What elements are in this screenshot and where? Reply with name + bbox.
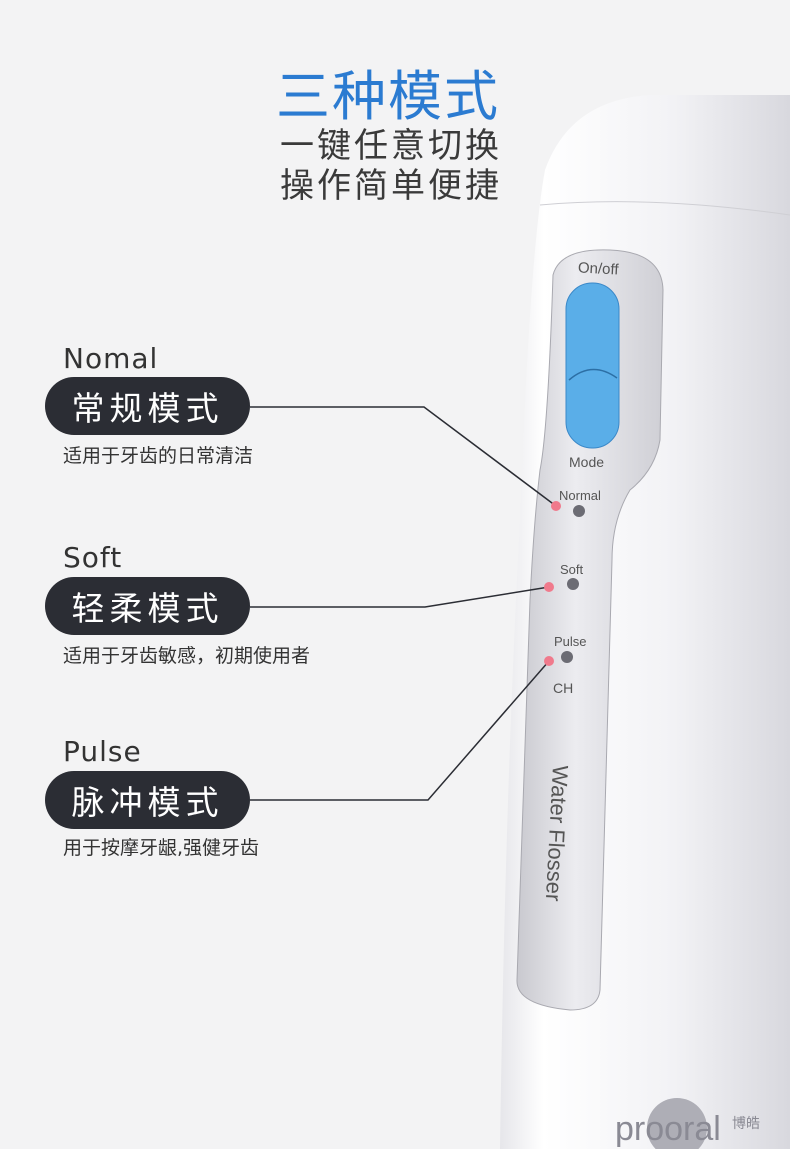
mode-pulse-description: 用于按摩牙龈,强健牙齿 <box>63 837 260 859</box>
callout-dot-normal <box>551 501 561 511</box>
power-label: On/off <box>578 259 620 278</box>
mode-button <box>565 282 620 449</box>
mode-pulse-badge: 脉冲模式 <box>45 771 250 829</box>
page-title: 三种模式 <box>276 65 500 128</box>
mode-soft-badge: 轻柔模式 <box>45 577 250 635</box>
normal-indicator-led <box>573 505 585 517</box>
mode-pulse-english: Pulse <box>63 735 142 768</box>
mode-normal-description: 适用于牙齿的日常清洁 <box>63 445 254 467</box>
callout-dot-soft <box>544 582 554 592</box>
mode-normal-english: Nomal <box>63 342 159 375</box>
mode-label: Mode <box>569 454 604 470</box>
mode-normal-badge: 常规模式 <box>45 377 250 435</box>
brand-logo: prooral <box>615 1110 721 1148</box>
mode-soft-english: Soft <box>63 541 123 574</box>
callout-lines <box>250 406 557 801</box>
pulse-indicator-led <box>561 651 573 663</box>
brand-cn: 博皓 <box>732 1115 760 1132</box>
callout-dot-pulse <box>544 656 554 666</box>
mode-soft-description: 适用于牙齿敏感，初期使用者 <box>63 645 311 667</box>
pulse-indicator-label: Pulse <box>554 634 587 649</box>
soft-indicator-led <box>567 578 579 590</box>
subtitle-line-2: 操作简单便捷 <box>280 166 502 206</box>
normal-indicator-label: Normal <box>559 488 601 503</box>
subtitle-line-1: 一键任意切换 <box>280 126 502 166</box>
ch-label: CH <box>553 680 573 696</box>
device-panel <box>516 249 664 1011</box>
soft-indicator-label: Soft <box>560 562 584 577</box>
